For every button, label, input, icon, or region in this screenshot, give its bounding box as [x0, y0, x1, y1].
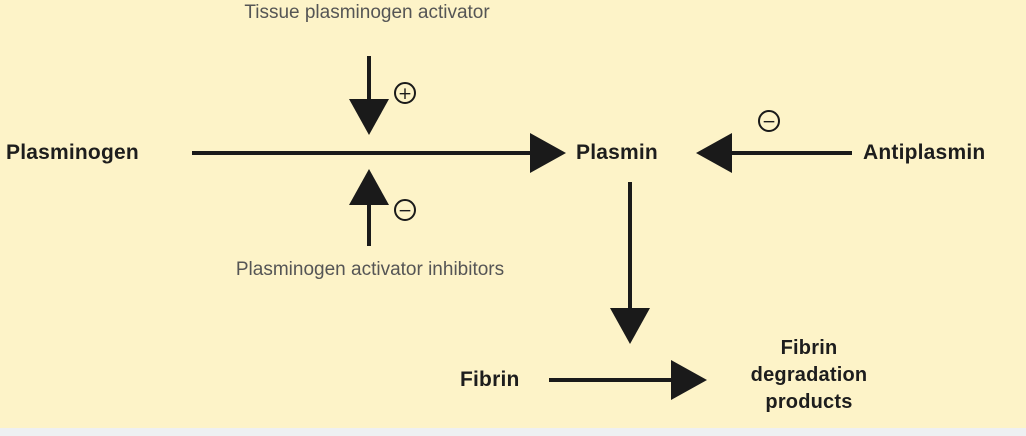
tpa-label: Tissue plasminogen activator	[244, 2, 490, 23]
tpa-sign-text: +	[398, 84, 412, 104]
tpa-plus-sign-icon: +	[394, 82, 416, 104]
fibrin-label: Fibrin	[460, 368, 520, 391]
pai-sign-text: −	[398, 201, 412, 221]
pai-minus-sign-icon: −	[394, 199, 416, 221]
antiplasmin-label: Antiplasmin	[863, 141, 986, 164]
fdp-label: Fibrin degradation products	[751, 335, 868, 416]
fdp-line-1: Fibrin	[780, 337, 838, 359]
plasminogen-label: Plasminogen	[6, 141, 139, 164]
pai-label: Plasminogen activator inhibitors	[235, 259, 505, 280]
antiplasmin-sign-text: −	[762, 112, 776, 132]
plasmin-label: Plasmin	[576, 141, 658, 164]
fdp-line-2: degradation	[750, 364, 868, 386]
fdp-line-3: products	[765, 391, 853, 413]
antiplasmin-minus-sign-icon: −	[758, 110, 780, 132]
